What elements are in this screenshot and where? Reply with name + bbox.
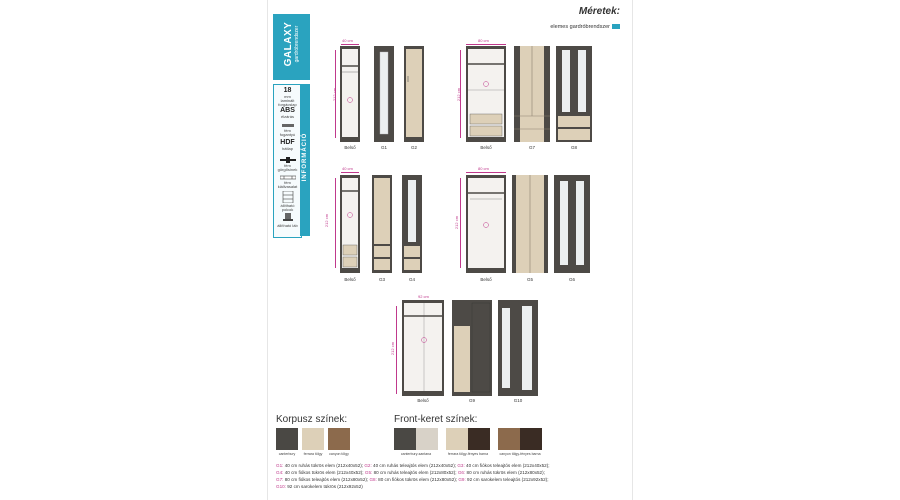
cabinet-g8 xyxy=(556,46,592,142)
cabinet-belso-row1 xyxy=(340,46,360,142)
rail-icon xyxy=(279,157,296,163)
brand-box: GALAXY gardróbrendszer xyxy=(273,14,310,80)
korpusz-title: Korpusz színek: xyxy=(276,414,348,425)
swatch-canyon xyxy=(328,428,350,450)
cabinet-label-belso: Belső xyxy=(344,145,356,150)
cabinet-g1 xyxy=(374,46,394,142)
brand-text: GALAXY gardróbrendszer xyxy=(283,15,300,73)
cabinet-g7 xyxy=(514,46,550,142)
page-title: Méretek: xyxy=(578,6,620,17)
feature-shelves: állítható polcok xyxy=(276,191,299,213)
swatch-front-ferrara xyxy=(446,428,490,450)
dimension-line xyxy=(335,50,336,138)
swatch-caption: canyon tölgy xyxy=(329,452,349,456)
info-label-bar: INFORMÁCIÓ xyxy=(300,84,310,236)
legend-row: G10: 92 cm sarokelem tükrös (212x92x52) xyxy=(276,484,363,489)
cabinet-label-g7: G7 xyxy=(528,145,535,150)
cabinet-g2 xyxy=(404,46,424,142)
dimension-height-212: 212 cm xyxy=(390,341,396,356)
swatch-front-canterbury xyxy=(394,428,438,450)
handle-icon xyxy=(281,124,294,127)
swatch-caption: canyon tölgy-fényes barna xyxy=(499,452,541,456)
cabinet-label-g2: G2 xyxy=(410,145,417,150)
dimension-width-92: 92 cm xyxy=(418,294,429,299)
dimension-line xyxy=(341,44,359,45)
brand-title: GALAXY xyxy=(283,21,294,67)
feature-rails: fém görgősínek xyxy=(276,157,299,173)
swatch-caption: canterbury xyxy=(278,452,296,456)
cabinet-label-g1: G1 xyxy=(380,145,387,150)
hinge-icon xyxy=(279,175,296,180)
dimension-width-80: 80 cm xyxy=(478,166,489,171)
feature-handle: fém fogantyú xyxy=(276,123,299,138)
shelf-icon xyxy=(282,191,293,203)
info-label: INFORMÁCIÓ xyxy=(302,132,308,182)
legend: G1: 40 cm ruhás tükrös elem (212x40x52);… xyxy=(276,462,626,490)
cabinet-g5 xyxy=(512,175,548,273)
cabinet-belso-row1-wide xyxy=(466,46,506,142)
dimension-line xyxy=(460,50,461,138)
swatch-front-canyon xyxy=(498,428,542,450)
legend-row: G4: 40 cm fiókos tükrös elem (212x40x52)… xyxy=(276,470,545,475)
cabinet-label-belso: Belső xyxy=(480,145,492,150)
accent-flag xyxy=(612,24,620,29)
swatch-canterbury xyxy=(276,428,298,450)
swatch-caption: ferrara tölgy-fényes barna xyxy=(447,452,489,456)
cabinet-label-belso: Belső xyxy=(480,277,492,282)
cabinet-belso-row2 xyxy=(340,175,360,273)
dimension-line xyxy=(466,172,506,173)
swatch-caption: canterbury-santana xyxy=(400,452,432,456)
swatch-caption: ferrara tölgy xyxy=(303,452,323,456)
dimension-width-40: 40 cm xyxy=(342,166,353,171)
legend-row: G1: 40 cm ruhás tükrös elem (212x40x52);… xyxy=(276,463,550,468)
legend-row: G7: 80 cm fiókos teleajtós elem (212x80x… xyxy=(276,477,549,482)
dimension-height-212: 212 cm xyxy=(454,215,460,230)
cabinet-label-g8: G8 xyxy=(570,145,577,150)
cabinet-label-belso: Belső xyxy=(417,398,429,403)
dimension-line xyxy=(341,172,359,173)
brand-subtitle: gardróbrendszer xyxy=(294,25,300,63)
cabinet-label-g10: G10 xyxy=(513,398,523,403)
dimension-line xyxy=(466,44,506,45)
cabinet-label-g3: G3 xyxy=(378,277,385,282)
page-subtitle: elemes gardróbrendszer xyxy=(550,24,610,30)
front-title: Front-keret színek: xyxy=(394,414,478,425)
cabinet-label-g6: G6 xyxy=(568,277,575,282)
cabinet-g6 xyxy=(554,175,590,273)
dimension-width-40: 40 cm xyxy=(342,38,353,43)
cabinet-label-g9: G9 xyxy=(468,398,475,403)
feature-hinge: fém kiállvasalat xyxy=(276,175,299,190)
swatch-ferrara xyxy=(302,428,324,450)
cabinet-g4 xyxy=(402,175,422,273)
dimension-height-212: 212 cm xyxy=(324,213,330,228)
cabinet-g9 xyxy=(452,300,492,396)
cabinet-g3 xyxy=(372,175,392,273)
dimension-line xyxy=(335,178,336,268)
feature-feet: állítható láb xyxy=(276,213,299,228)
dimension-line xyxy=(396,306,397,394)
dimension-line xyxy=(460,178,461,268)
cabinet-g10 xyxy=(498,300,538,396)
foot-icon xyxy=(282,213,293,221)
cabinet-label-belso: Belső xyxy=(344,277,356,282)
cabinet-belso-row2-wide xyxy=(466,175,506,273)
cabinet-belso-corner xyxy=(402,300,444,396)
cabinet-label-g4: G4 xyxy=(408,277,415,282)
dimension-width-80: 80 cm xyxy=(478,38,489,43)
cabinet-label-g5: G5 xyxy=(526,277,533,282)
